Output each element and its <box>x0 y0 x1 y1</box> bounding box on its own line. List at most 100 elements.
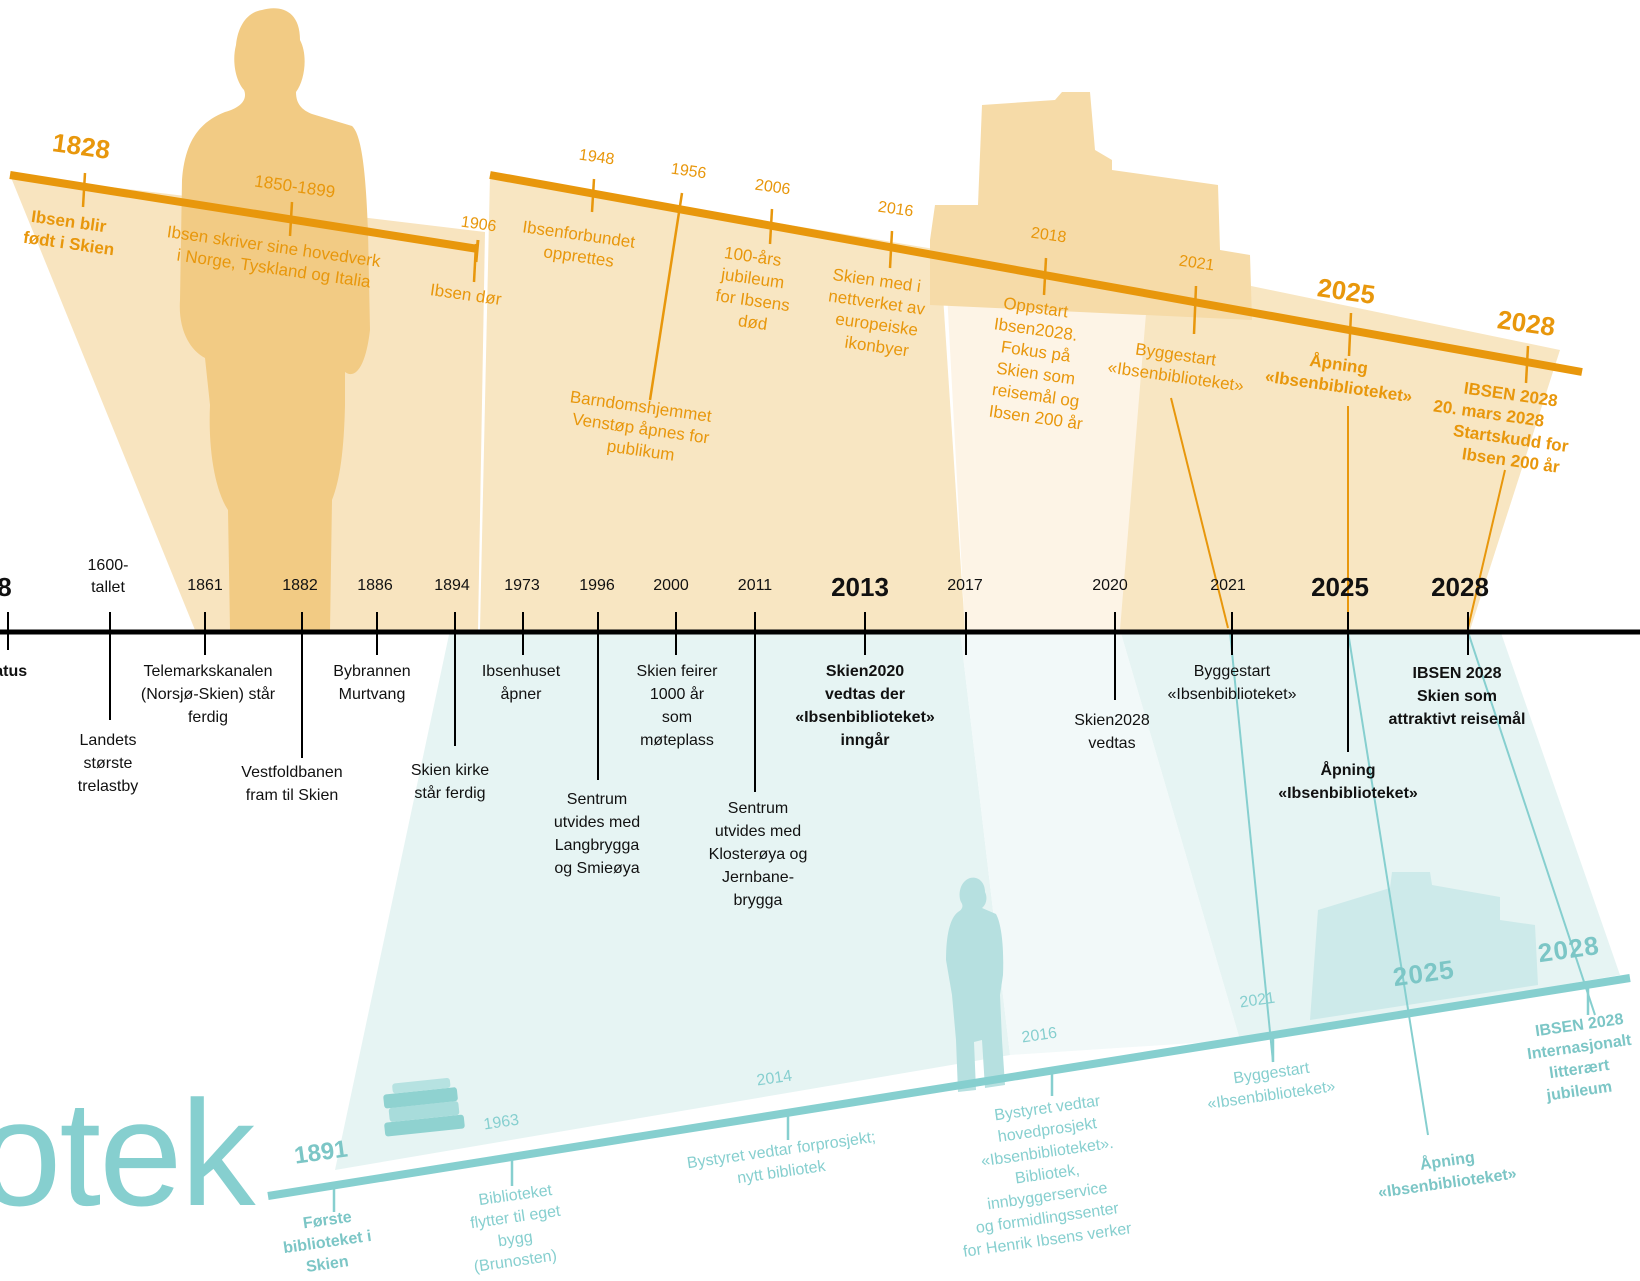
middle-event-label-line: Klosterøya og <box>709 846 808 863</box>
middle-event-label-line: (Norsjø-Skien) står <box>141 685 276 703</box>
middle-event-label-line: Skien2020 <box>826 663 904 680</box>
bottom-event-year: 2021 <box>1239 990 1277 1012</box>
top-event-year: 1948 <box>578 147 616 169</box>
connector-lines <box>1170 397 1596 1136</box>
middle-event-label-line: «Ibsenbiblioteket» <box>1278 785 1418 802</box>
middle-event-label-line: Telemarkskanalen <box>144 663 273 680</box>
bottom-event-label-line: litterært <box>1548 1057 1611 1082</box>
middle-event-label-line: åpner <box>501 685 543 703</box>
middle-event-label-line: Åpning <box>1320 760 1375 779</box>
bottom-event-label-line: biblioteket i <box>282 1228 372 1257</box>
orange-panel-white-gap <box>945 255 1150 630</box>
middle-event-label-line: Murtvang <box>339 686 406 703</box>
middle-event-label-line: Langbrygga <box>555 837 640 854</box>
top-event-tick <box>648 192 684 401</box>
middle-event-label-line: inngår <box>841 731 890 749</box>
top-event-tick <box>1347 312 1353 357</box>
bottom-event-year: 2016 <box>1021 1025 1059 1047</box>
middle-event-label-line: fram til Skien <box>246 787 338 804</box>
middle-event-label-line: brygga <box>734 892 783 909</box>
bottom-event-label-line: Skien <box>305 1253 350 1276</box>
orange-background <box>10 8 1560 630</box>
top-event-year: 1956 <box>670 161 708 183</box>
middle-event-label-line: Sentrum <box>567 791 627 808</box>
middle-event-year: 2021 <box>1210 577 1246 594</box>
middle-event-year: 2013 <box>831 572 889 602</box>
middle-event-label-line: Skien kirke <box>411 762 489 779</box>
books-icon <box>383 1077 465 1137</box>
bottom-event-label-line: bygg <box>497 1229 534 1251</box>
middle-event-label-line: Ibsenhuset <box>482 663 561 680</box>
bottom-axis <box>267 974 1631 1200</box>
middle-event-label-line: møteplass <box>640 732 714 749</box>
top-event-year: 1828 <box>51 127 112 165</box>
middle-event-year: 358 <box>0 572 12 602</box>
middle-event-label-line: Skien feirer <box>637 663 719 680</box>
middle-event-label-line: ferdig <box>188 709 228 726</box>
bottom-event-label-line: jubileum <box>1545 1079 1613 1105</box>
middle-event-year: 1894 <box>434 577 470 594</box>
middle-event-label-line: tatus <box>0 663 27 680</box>
top-event-tick <box>768 208 774 245</box>
middle-event-label-line: utvides med <box>554 814 640 831</box>
middle-event-year: 1861 <box>187 577 223 594</box>
middle-event-label-line: trelastby <box>78 778 138 795</box>
top-event-tick <box>472 243 478 283</box>
middle-event-label-line: står ferdig <box>414 784 485 802</box>
connector-line-2 <box>1467 469 1506 629</box>
middle-event-label-line: og Smieøya <box>554 860 639 877</box>
top-event-tick <box>1192 285 1198 335</box>
middle-event-year: 2011 <box>738 577 773 594</box>
middle-event-label-line: Sentrum <box>728 800 788 817</box>
top-event-tick <box>81 172 87 208</box>
middle-event-label-line: Jernbane- <box>722 869 794 886</box>
middle-event-label-line: Byggestart <box>1194 663 1271 680</box>
top-event-year: 2006 <box>754 177 792 199</box>
top-event-year: 2018 <box>1030 225 1068 247</box>
top-event-year: 2028 <box>1496 304 1557 342</box>
middle-event-year: tallet <box>91 579 125 596</box>
top-axis-right <box>489 171 1583 376</box>
middle-event-label-line: IBSEN 2028 <box>1413 665 1502 682</box>
middle-event-label-line: Skien2028 <box>1074 712 1150 729</box>
middle-event-label-line: attraktivt reisemål <box>1389 710 1526 728</box>
bottom-event-label-line: «Ibsenbiblioteket» <box>1206 1078 1336 1113</box>
teal-panel-left <box>335 630 1010 1170</box>
middle-event-label-line: vedtas <box>1088 735 1135 752</box>
orange-panel-middle <box>480 175 965 630</box>
library-building-silhouette <box>1310 872 1538 1020</box>
teal-background: otek <box>0 630 1620 1237</box>
bottom-event-year: 1963 <box>483 1112 521 1134</box>
middle-event-label-line: utvides med <box>715 823 801 840</box>
top-event-tick <box>1042 257 1048 296</box>
connector-line-0 <box>1170 397 1229 629</box>
middle-event-year: 1996 <box>579 577 615 594</box>
bottom-event-label-line: «Ibsenbiblioteket» <box>1377 1165 1518 1201</box>
top-event-tick <box>888 230 894 269</box>
middle-event-year: 2028 <box>1431 572 1489 602</box>
teal-panel-mid <box>960 630 1240 1055</box>
top-event-year: 2016 <box>877 199 915 221</box>
middle-event-year: 2000 <box>653 577 689 594</box>
connector-line-4 <box>1347 631 1429 1136</box>
library-word-fragment: otek <box>0 1069 257 1237</box>
middle-event-label-line: største <box>84 755 133 772</box>
top-event-tick <box>1524 345 1530 384</box>
middle-event-label-line: som <box>662 709 692 726</box>
top-event-tick <box>288 201 294 237</box>
middle-event-label-line: vedtas der <box>825 686 905 703</box>
middle-event-year: 1882 <box>282 577 318 594</box>
middle-event-label-line: Skien som <box>1417 688 1497 705</box>
